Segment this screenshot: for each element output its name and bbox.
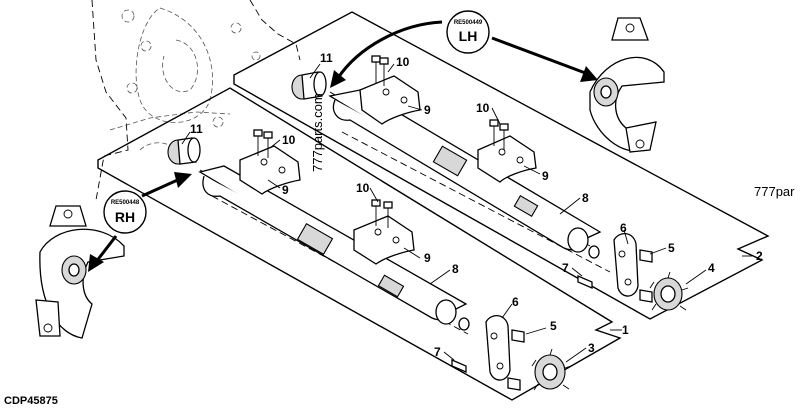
gear-rh [531, 348, 572, 391]
bearing-cap-lh-front [359, 75, 421, 125]
watermark-vertical: 777parts.com [310, 93, 325, 172]
bushing-lh [291, 71, 327, 100]
bolts-rh [253, 129, 393, 228]
rh-label: RH [115, 209, 135, 225]
callout-10-rh-front: 10 [282, 133, 296, 147]
bearing-cap-rh-rear [353, 215, 415, 265]
balancer-weight-lh [589, 17, 665, 153]
gear-lh [649, 271, 689, 311]
callout-10-lh-front: 10 [396, 55, 410, 69]
bearing-cap-rh-front [239, 145, 301, 195]
screws-lh [639, 249, 653, 303]
screws-rh [507, 329, 525, 391]
callout-5-rh: 5 [550, 319, 557, 333]
callout-11-lh: 11 [320, 51, 333, 65]
callout-1: 1 [622, 323, 629, 337]
arrow-lh-to-weight [491, 36, 598, 82]
callout-9-lh-rear: 9 [542, 169, 549, 183]
callout-8-rh: 8 [452, 262, 459, 276]
arrow-rh-to-weight [88, 235, 118, 272]
key-lh [577, 275, 593, 289]
arrow-lh-to-bushing [330, 20, 443, 88]
callout-10-lh-rear: 10 [476, 101, 490, 115]
bolts-lh [371, 55, 509, 150]
callout-9-lh-front: 9 [424, 103, 431, 117]
callout-leaders [181, 63, 752, 363]
callout-3: 3 [588, 341, 595, 355]
watermark-edge: 777par [754, 184, 795, 199]
thrust-plate-rh [485, 315, 511, 381]
callout-8-lh: 8 [582, 191, 589, 205]
callout-11-rh: 11 [190, 122, 203, 136]
lh-label: LH [459, 28, 478, 44]
arrow-rh-to-bushing [141, 172, 192, 198]
callout-6-rh: 6 [512, 295, 519, 309]
callout-7-lh: 7 [562, 261, 569, 275]
callout-4: 4 [708, 261, 715, 275]
bushing-rh [167, 137, 201, 165]
key-rh [451, 359, 467, 373]
callout-2: 2 [756, 249, 763, 263]
balancer-weight-rh [35, 205, 125, 339]
callout-6-lh: 6 [620, 221, 627, 235]
lh-part-number: RE500449 [454, 20, 483, 26]
callout-5-lh: 5 [668, 241, 675, 255]
callout-9-rh-front: 9 [282, 183, 289, 197]
callout-7-rh: 7 [434, 345, 441, 359]
lh-tag: RE500449 LH [446, 10, 490, 54]
engine-block-outline [91, 0, 301, 201]
figure-code: CDP45875 [4, 395, 58, 407]
plate-lh-assembly [233, 11, 770, 320]
balancer-shaft-rh [198, 165, 470, 335]
bearing-cap-lh-rear [477, 135, 537, 183]
callout-9-rh-rear: 9 [424, 251, 431, 265]
callout-numbers: 11 10 9 10 9 8 6 5 7 4 2 11 10 9 10 9 8 … [190, 51, 763, 359]
plate-rh-assembly [97, 87, 622, 401]
thrust-plate-lh [613, 233, 639, 297]
callout-10-rh-rear: 10 [356, 181, 370, 195]
rh-part-number: RE500448 [111, 200, 140, 206]
rh-tag: RE500448 RH [103, 190, 147, 234]
